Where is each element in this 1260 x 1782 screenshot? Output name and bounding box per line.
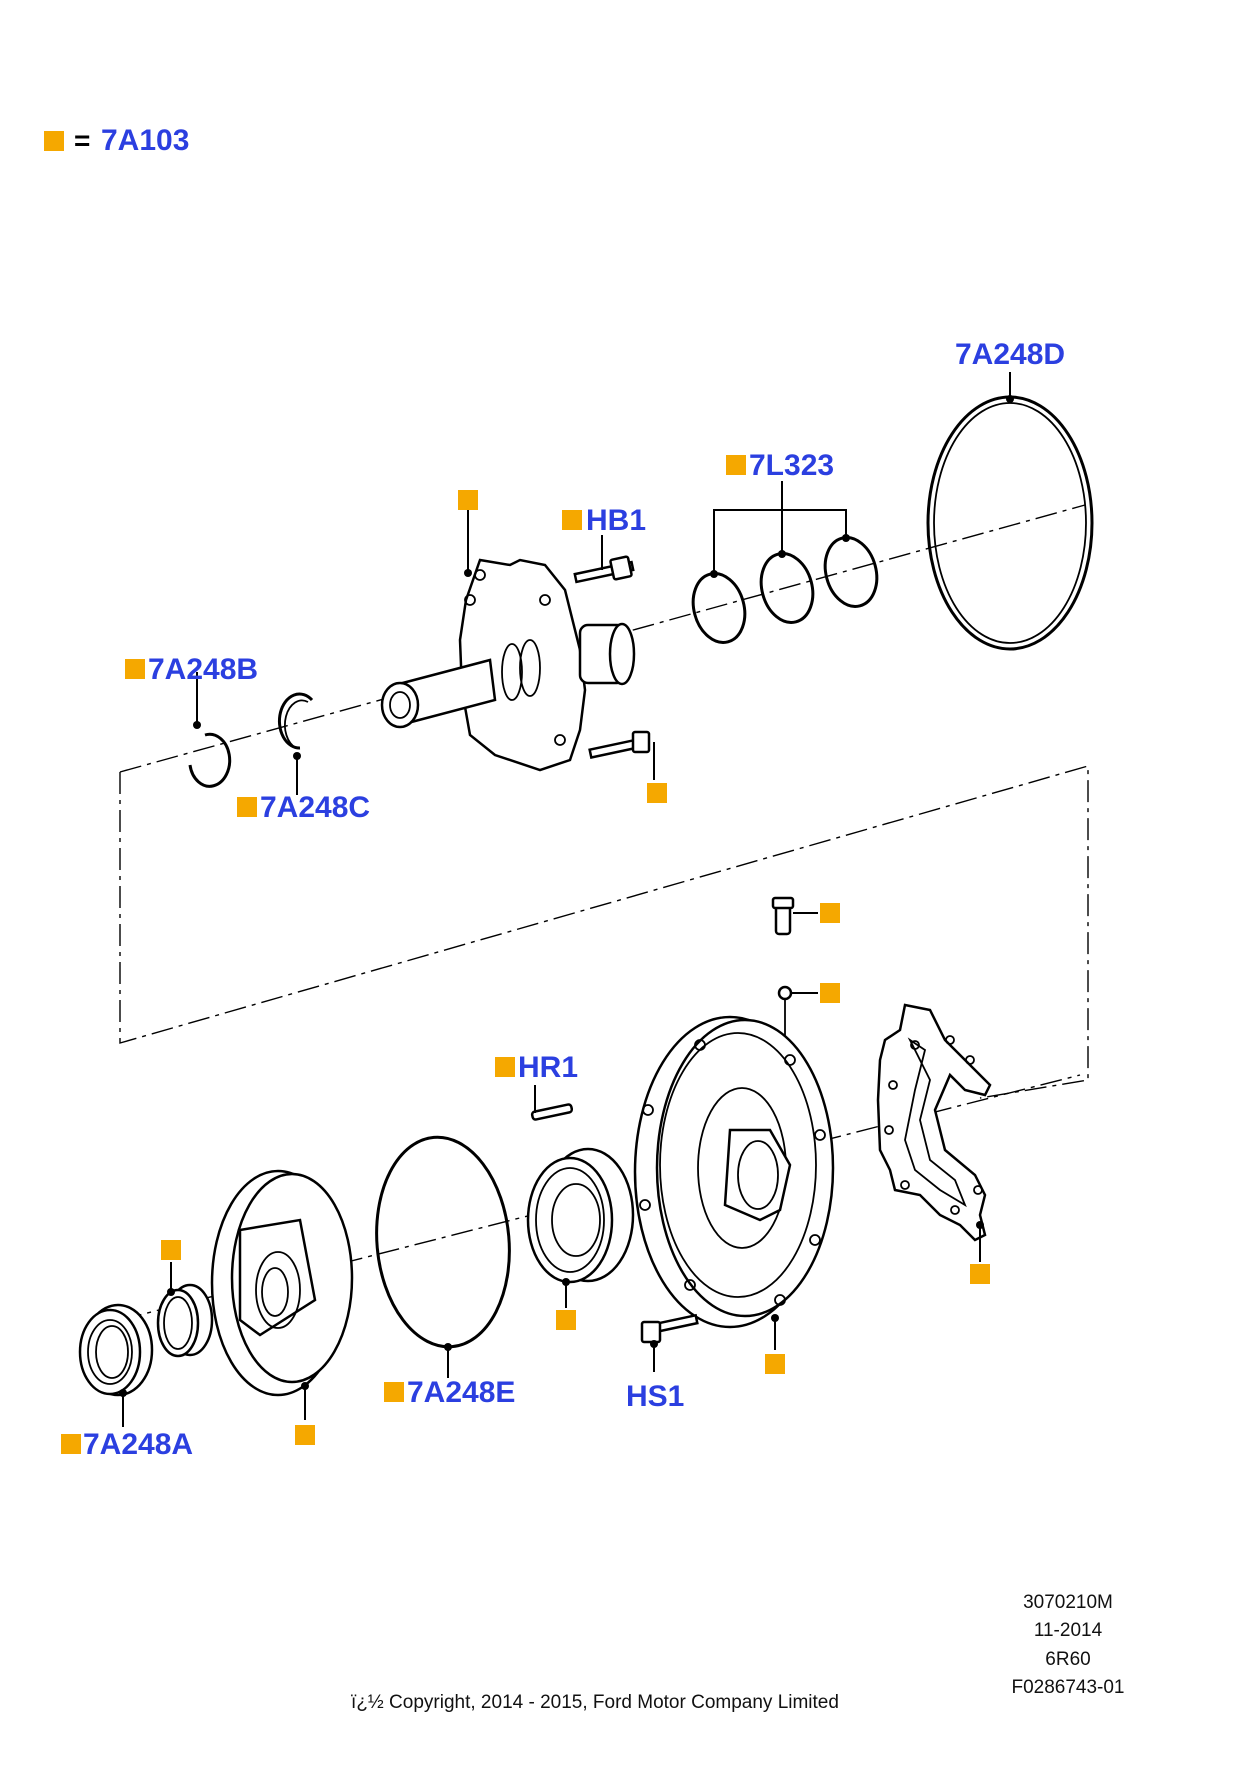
marker-7A248B xyxy=(125,659,145,679)
footer-ref: 3070210M xyxy=(1023,1592,1113,1613)
part-7A248D-oring[interactable] xyxy=(926,372,1094,651)
part-pump-cover[interactable] xyxy=(210,1169,354,1420)
marker-HR1 xyxy=(495,1057,515,1077)
label-7A248E[interactable]: 7A248E xyxy=(407,1376,515,1409)
part-7A248B-snapring[interactable] xyxy=(188,672,232,788)
part-housing-bolt[interactable] xyxy=(588,730,655,780)
part-plug[interactable] xyxy=(771,896,818,936)
legend: = 7A103 xyxy=(44,124,189,157)
marker-plug xyxy=(820,903,840,923)
marker-ball xyxy=(820,983,840,1003)
part-7L323-rings[interactable] xyxy=(686,481,884,648)
label-HS1[interactable]: HS1 xyxy=(626,1380,684,1413)
footer-copyright: ï¿½ Copyright, 2014 - 2015, Ford Motor C… xyxy=(351,1692,839,1713)
marker-pump-cover xyxy=(295,1425,315,1445)
marker-gasket xyxy=(970,1264,990,1284)
legend-equals: = xyxy=(74,125,90,156)
footer-figure: F0286743-01 xyxy=(1011,1677,1124,1698)
legend-code[interactable]: 7A103 xyxy=(101,124,189,157)
marker-bushing xyxy=(161,1240,181,1260)
part-pump-body[interactable] xyxy=(633,1015,835,1350)
part-HR1-pin[interactable] xyxy=(530,1085,574,1121)
axis-return-frame xyxy=(119,765,1089,1099)
marker-7A248A xyxy=(61,1434,81,1454)
marker-housing-bolt xyxy=(647,783,667,803)
marker-7A248C xyxy=(237,797,257,817)
part-gasket[interactable] xyxy=(876,1003,992,1262)
marker-gear-set xyxy=(556,1310,576,1330)
label-HB1[interactable]: HB1 xyxy=(586,504,646,537)
legend-square xyxy=(44,131,64,151)
part-7A248C-ring[interactable] xyxy=(277,692,314,795)
part-7A248A-seal[interactable] xyxy=(78,1303,154,1427)
part-stator-support[interactable] xyxy=(380,510,636,772)
label-7A248A[interactable]: 7A248A xyxy=(83,1428,193,1461)
marker-7A248E xyxy=(384,1382,404,1402)
marker-HB1 xyxy=(562,510,582,530)
marker-stator-support xyxy=(458,490,478,510)
part-7A248E-oring[interactable] xyxy=(368,1132,518,1378)
part-HB1-bolt[interactable] xyxy=(573,535,635,584)
part-bushing[interactable] xyxy=(156,1262,214,1358)
label-HR1[interactable]: HR1 xyxy=(518,1051,578,1084)
footer: 3070210M 11-2014 6R60 F0286743-01 ï¿½ Co… xyxy=(351,1592,1124,1713)
marker-7L323 xyxy=(726,455,746,475)
marker-pump-body xyxy=(765,1354,785,1374)
label-7A248B[interactable]: 7A248B xyxy=(148,653,258,686)
footer-model: 6R60 xyxy=(1045,1649,1090,1670)
label-7A248C[interactable]: 7A248C xyxy=(260,791,370,824)
part-HS1-screw[interactable] xyxy=(640,1313,699,1372)
label-7A248D[interactable]: 7A248D xyxy=(955,338,1065,371)
footer-date: 11-2014 xyxy=(1034,1620,1103,1641)
label-7L323[interactable]: 7L323 xyxy=(749,449,834,482)
part-gear-set[interactable] xyxy=(526,1147,635,1308)
